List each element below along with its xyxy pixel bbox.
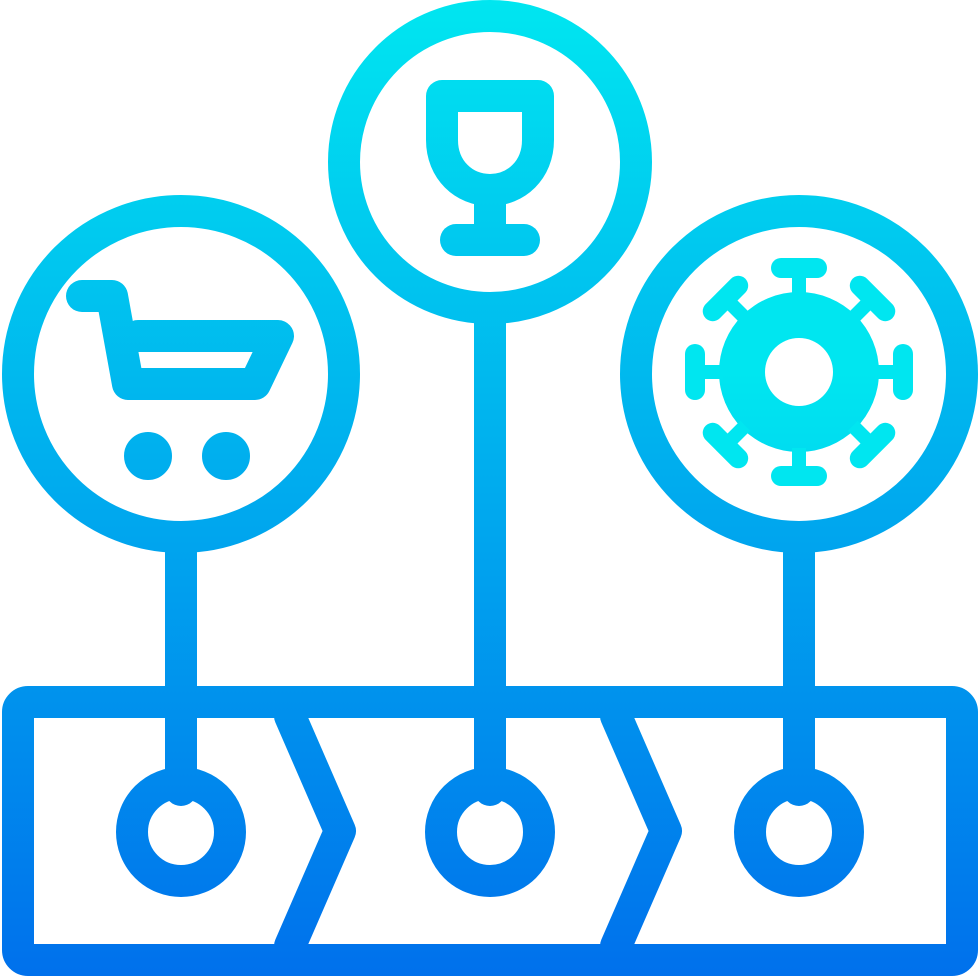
timeline-node-3 xyxy=(734,767,864,897)
shopping-cart-icon xyxy=(66,280,294,480)
virus-icon xyxy=(685,258,913,486)
chevron-divider-2 xyxy=(600,700,682,962)
milestone-bubble-shopping xyxy=(2,195,360,553)
timeline-node-1 xyxy=(116,767,246,897)
timeline-node-2 xyxy=(425,767,555,897)
milestone-bubble-virus xyxy=(620,195,978,553)
milestone-bubble-drink xyxy=(328,0,652,324)
wine-glass-icon xyxy=(426,80,554,256)
chevron-divider-1 xyxy=(274,700,356,962)
